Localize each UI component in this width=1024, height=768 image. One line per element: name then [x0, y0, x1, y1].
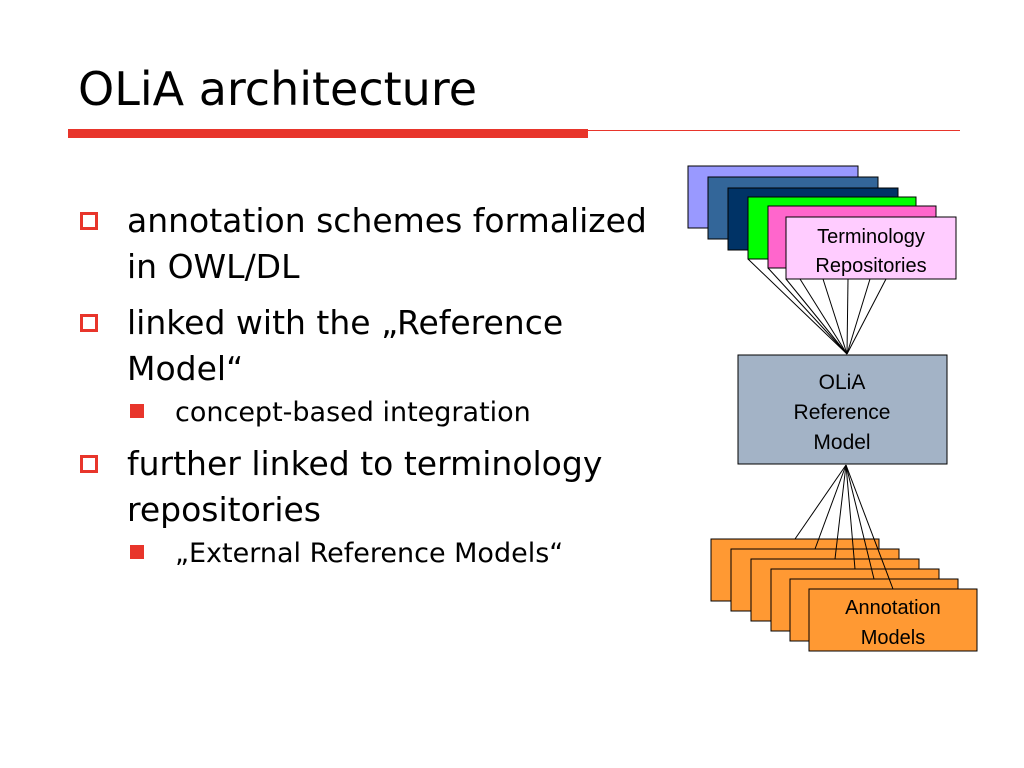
filled-square-bullet-icon	[130, 404, 144, 418]
hollow-square-bullet-icon	[80, 314, 98, 332]
bullet-text: linked with the „Reference Model“	[127, 303, 564, 388]
title-underline-thick	[68, 129, 588, 138]
reference-model-rect	[737, 354, 948, 465]
connector-lines-bottom	[794, 464, 894, 590]
sub-bullet-item: concept-based integration	[78, 394, 668, 431]
bullet-item: further linked to terminology repositori…	[78, 441, 668, 533]
sub-bullet-item: „External Reference Models“	[78, 535, 668, 572]
sub-bullet-text: „External Reference Models“	[175, 538, 564, 569]
bullet-item: linked with the „Reference Model“	[78, 300, 668, 392]
bullet-text: further linked to terminology repositori…	[127, 444, 603, 529]
annotation-label-line1: Annotation	[845, 597, 941, 619]
hollow-square-bullet-icon	[80, 455, 98, 473]
terminology-label-line1: Terminology	[817, 226, 925, 248]
annotation-stack: Annotation Models	[710, 538, 978, 652]
bullet-text: annotation schemes formalized in OWL/DL	[127, 201, 647, 286]
connector-lines-top	[747, 258, 887, 355]
terminology-card-front	[785, 216, 957, 280]
sub-bullet-text: concept-based integration	[175, 397, 531, 428]
page-title: OLiA architecture	[78, 62, 478, 116]
reference-model-label-line3: Model	[813, 431, 870, 454]
terminology-label-line2: Repositories	[815, 255, 926, 277]
bullet-list: annotation schemes formalized in OWL/DL …	[78, 198, 668, 582]
bullet-item: annotation schemes formalized in OWL/DL	[78, 198, 668, 290]
annotation-label-line2: Models	[861, 627, 925, 649]
reference-model-label-line2: Reference	[794, 401, 891, 424]
reference-model-label-line1: OLiA	[819, 371, 866, 394]
terminology-stack: Terminology Repositories	[687, 165, 957, 280]
title-underline-thin	[588, 130, 960, 131]
reference-model-box: OLiA Reference Model	[737, 354, 948, 465]
filled-square-bullet-icon	[130, 545, 144, 559]
hollow-square-bullet-icon	[80, 212, 98, 230]
annotation-card-front	[808, 588, 978, 652]
